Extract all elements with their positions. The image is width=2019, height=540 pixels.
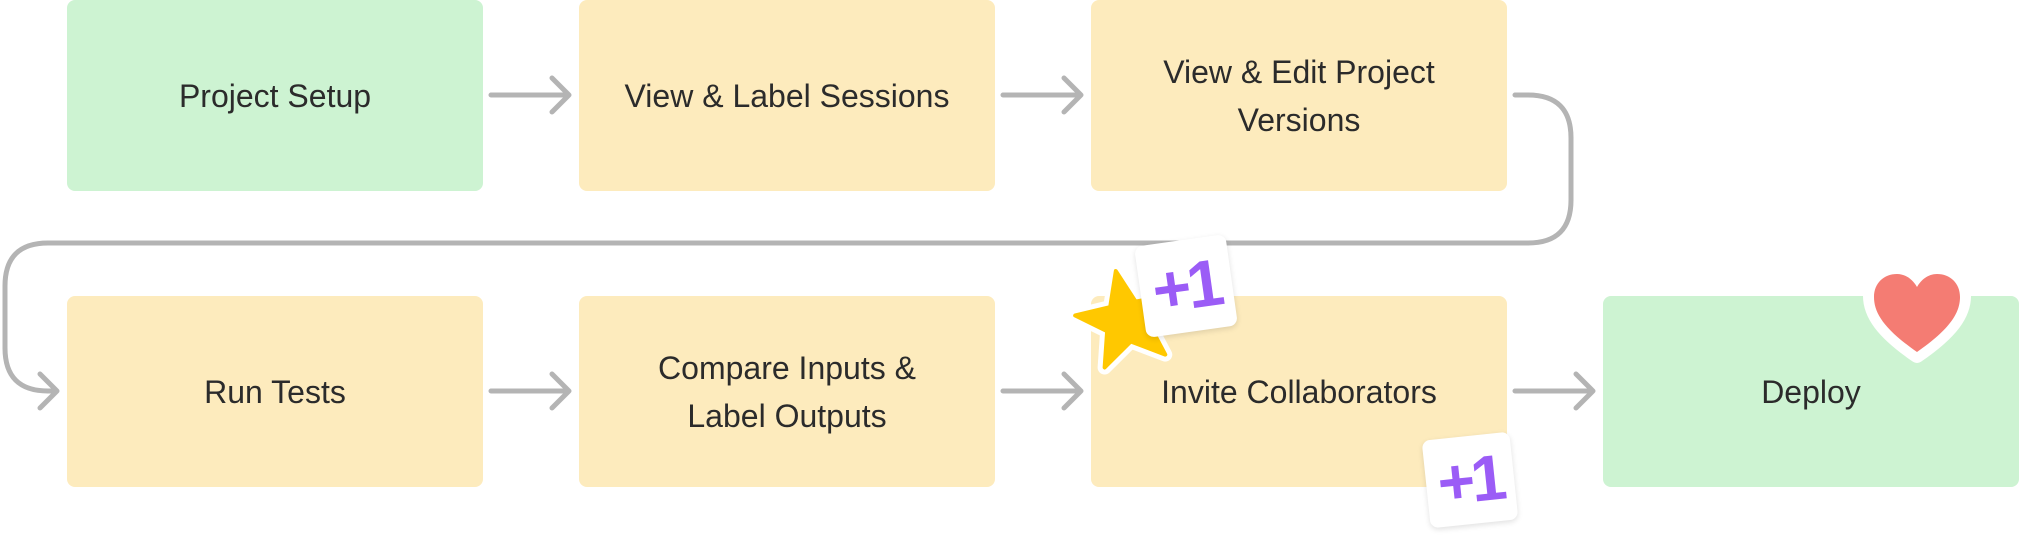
- step-label: Compare Inputs & Label Outputs: [658, 349, 916, 434]
- step-label: Invite Collaborators: [1161, 373, 1437, 410]
- arrow-compare-to-invite: [1000, 371, 1084, 411]
- arrow-setup-to-sessions: [488, 75, 572, 115]
- step-label: View & Label Sessions: [624, 77, 950, 114]
- heart-icon: [1863, 263, 1971, 363]
- step-compare-inputs-label-outputs[interactable]: Compare Inputs & Label Outputs: [579, 296, 995, 487]
- arrow-runtests-to-compare: [488, 371, 572, 411]
- step-view-label-sessions[interactable]: View & Label Sessions: [579, 0, 995, 191]
- plus-one-sticker-top: +1: [1134, 234, 1238, 338]
- step-label: Project Setup: [178, 77, 372, 114]
- plus-one-text: +1: [1147, 244, 1225, 328]
- step-label: View & Edit Project Versions: [1163, 53, 1435, 138]
- step-label: Run Tests: [204, 373, 346, 410]
- plus-one-sticker-bottom: +1: [1421, 431, 1519, 529]
- step-label: Deploy: [1761, 373, 1861, 410]
- step-run-tests[interactable]: Run Tests: [67, 296, 483, 487]
- arrow-sessions-to-versions: [1000, 75, 1084, 115]
- step-project-setup[interactable]: Project Setup: [67, 0, 483, 191]
- arrow-invite-to-deploy: [1512, 371, 1596, 411]
- plus-one-text: +1: [1433, 440, 1507, 520]
- step-view-edit-project-versions[interactable]: View & Edit Project Versions: [1091, 0, 1507, 191]
